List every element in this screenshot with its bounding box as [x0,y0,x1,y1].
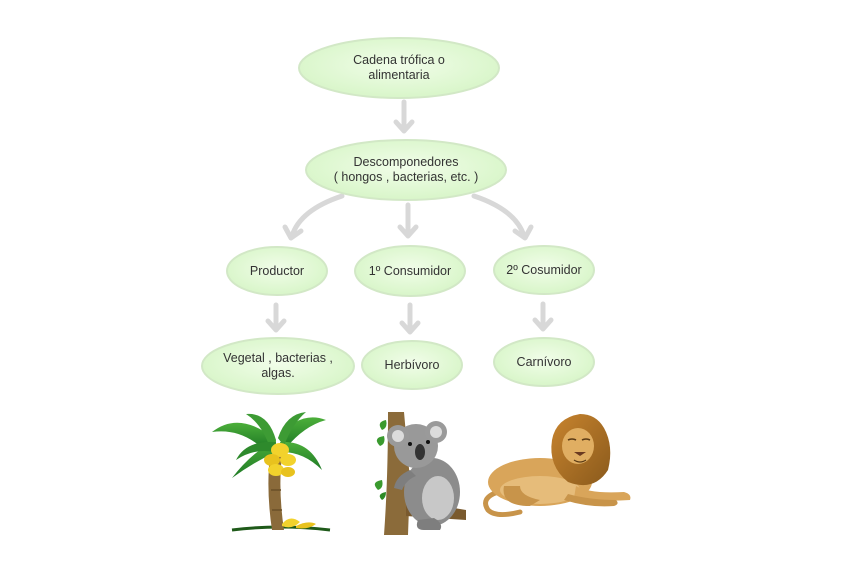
node-decomposers-line-1: Descomponedores [354,155,459,169]
node-carnivore: Carnívoro [493,337,595,387]
arrow-decomposers-to-secondary-consumer [471,193,534,241]
node-secondary-consumer-label: 2º Cosumidor [506,263,581,277]
node-decomposers-line-2: ( hongos , bacterias, etc. ) [334,170,479,184]
banana-tree-icon [212,412,331,532]
koala-icon [374,412,466,535]
node-producer-label: Productor [250,264,304,278]
node-vegetal-line-1: Vegetal , bacterias , [223,351,333,365]
node-vegetal-line-2: algas. [261,366,294,380]
node-root-line-2: alimentaria [368,68,429,82]
node-primary-consumer: 1º Consumidor [354,245,466,297]
node-herbivore-label: Herbívoro [385,358,440,372]
node-herbivore: Herbívoro [361,340,463,390]
node-secondary-consumer: 2º Cosumidor [493,245,595,295]
node-carnivore-label: Carnívoro [517,355,572,369]
node-primary-consumer-label: 1º Consumidor [369,264,451,278]
node-producer: Productor [226,246,328,296]
node-root-line-1: Cadena trófica o [353,53,445,67]
arrow-decomposers-to-primary-consumer [397,202,419,239]
arrow-primary-consumer-to-herbivore [399,302,421,335]
lion-icon [483,414,631,518]
node-root: Cadena trófica o alimentaria [298,37,500,99]
arrow-secondary-consumer-to-carnivore [532,301,554,332]
arrow-producer-to-vegetal [265,302,287,333]
arrow-root-to-decomposers [393,99,415,134]
arrow-decomposers-to-producer [282,193,345,241]
node-decomposers: Descomponedores ( hongos , bacterias, et… [305,139,507,201]
node-vegetal: Vegetal , bacterias , algas. [201,337,355,395]
